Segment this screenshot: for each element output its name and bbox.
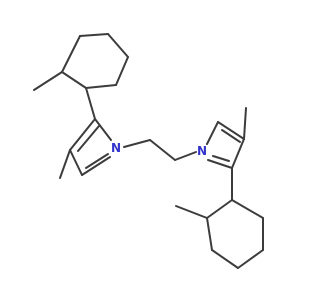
bond [85,87,96,120]
bond [174,151,197,161]
bond [221,129,241,143]
bond [85,84,117,89]
bond [77,125,100,152]
bond [207,159,233,169]
molecule-structure: N N [33,33,264,269]
bond [123,139,151,148]
bond [61,71,87,89]
bond [69,149,83,176]
bond [149,139,176,161]
bond [33,71,63,91]
bond [206,217,213,251]
bond [206,199,233,219]
bond [231,199,264,219]
bond [107,33,129,58]
bond [94,118,112,141]
nitrogen-label: N [197,144,207,158]
bond [175,205,208,219]
bond [231,138,245,169]
bond [206,121,219,145]
bond [217,121,245,140]
nitrogen-label: N [111,141,121,155]
bond [212,155,230,162]
bond [61,35,81,73]
bond [81,156,111,176]
bond [59,149,71,179]
bond [115,56,129,86]
bond [211,249,239,269]
bond [85,153,109,169]
bond [243,107,247,140]
bond [237,249,264,269]
bond [79,33,109,37]
atom-labels: N N [111,141,207,158]
structure-canvas: N N [33,33,264,269]
bonds [33,33,264,269]
bond [69,118,96,151]
